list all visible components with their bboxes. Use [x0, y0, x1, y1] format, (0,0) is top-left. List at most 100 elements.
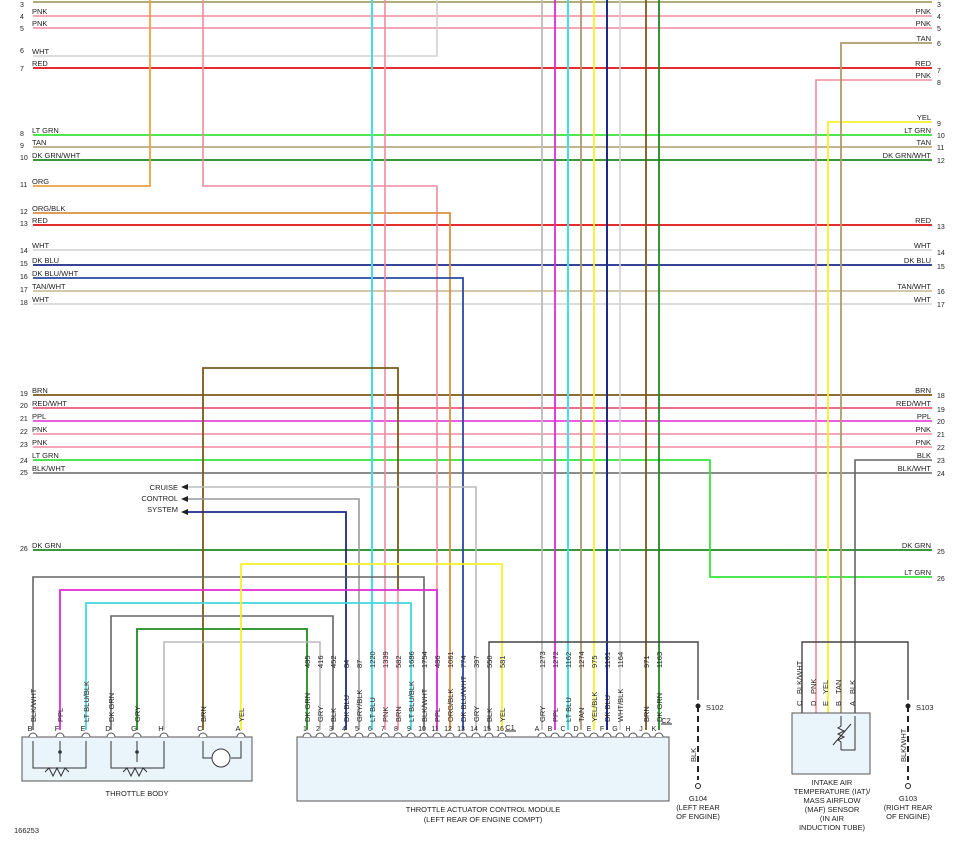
- connector-pin: [236, 732, 246, 738]
- iat-pin-letter: A: [848, 701, 857, 706]
- connector-pin: [406, 732, 416, 738]
- iat-pin-wire: TAN: [834, 680, 843, 694]
- tacm-c2-circuit: 1161: [603, 652, 612, 668]
- connector-pin: [576, 732, 586, 738]
- tacm-c2-wire: BRN: [642, 706, 651, 722]
- tacm-c1-circuit: 582: [394, 655, 403, 668]
- connector-pin: [302, 732, 312, 738]
- left-row-number: 20: [20, 403, 28, 410]
- tacm-c2-circuit: 1163: [655, 652, 664, 668]
- right-row-label: DK GRN: [902, 541, 931, 550]
- splice-node: [905, 703, 911, 709]
- left-row-number: 17: [20, 287, 28, 294]
- tacm-c2-pin: J: [639, 726, 643, 733]
- tacm-c2-wire: LT BLU: [564, 697, 573, 722]
- connector-pin: [432, 732, 442, 738]
- iat-pin-wire: YEL: [821, 680, 830, 694]
- left-row-label: RED: [32, 216, 48, 225]
- wire-tan-iat: [840, 42, 932, 715]
- tacm-c1-wire: ORG/BLK: [446, 689, 455, 722]
- cruise-control-label: CONTROL: [141, 494, 178, 503]
- connector-pin: [537, 732, 547, 738]
- tacm-c1-circuit: 416: [316, 655, 325, 668]
- right-row-label: PNK: [916, 7, 931, 16]
- tacm-c1-pin: 3: [329, 726, 333, 733]
- right-row-number: 23: [937, 458, 945, 465]
- right-row-number: 12: [937, 158, 945, 165]
- wire-dk-blu-wht-774: [33, 277, 464, 730]
- right-row-label: PNK: [916, 19, 931, 28]
- connector-pin: [628, 732, 638, 738]
- tacm-title: THROTTLE ACTUATOR CONTROL MODULE: [406, 805, 560, 814]
- tacm-c1-wire: PNK: [381, 707, 390, 722]
- left-row-number: 15: [20, 261, 28, 268]
- wire-org-11: [33, 0, 151, 187]
- right-row-label: YEL: [917, 113, 931, 122]
- left-row-number: 24: [20, 458, 28, 465]
- tacm-c2-wire: WHT/BLK: [616, 689, 625, 722]
- left-row-number: 13: [20, 221, 28, 228]
- connector-pin: [615, 732, 625, 738]
- tacm-c1-circuit: 1339: [381, 651, 390, 668]
- connector-pin: [132, 732, 142, 738]
- right-row-label: DK BLU: [904, 256, 931, 265]
- ground-location: OF ENGINE): [886, 812, 930, 821]
- left-row-label: ORG: [32, 177, 49, 186]
- left-row-label: PNK: [32, 438, 47, 447]
- splice-label: S103: [916, 703, 934, 712]
- iat-pin-letter: E: [821, 701, 830, 706]
- throttle-body-pin-wire: DK GRN: [107, 693, 116, 722]
- right-row-number: 9: [937, 121, 941, 128]
- ground-location: OF ENGINE): [676, 812, 720, 821]
- right-row-label: LT GRN: [904, 126, 931, 135]
- ground-name: G103: [899, 794, 917, 803]
- tacm-c1-pin: 11: [431, 726, 438, 733]
- left-row-label: RED/WHT: [32, 399, 67, 408]
- wire-dk-grn-485: [136, 628, 308, 730]
- tacm-c1-pin: 9: [407, 726, 411, 733]
- component-layer: [21, 703, 911, 802]
- ground-location: (RIGHT REAR: [884, 803, 933, 812]
- tacm-c2-circuit: 971: [642, 655, 651, 668]
- tacm-c2-pin: B: [548, 726, 553, 733]
- tacm-c1-pin: 14: [470, 726, 478, 733]
- tacm-c2-pin: H: [625, 726, 630, 733]
- connector-pin: [497, 732, 507, 738]
- iat-pin-letter: B: [834, 701, 843, 706]
- tacm-c1-circuit: 1754: [420, 651, 429, 668]
- wire-gry-416: [163, 641, 321, 730]
- wire-gry-397: [188, 486, 477, 730]
- connector-pin: [445, 732, 455, 738]
- iat-title: INDUCTION TUBE): [799, 823, 866, 832]
- right-row-label: PNK: [916, 438, 931, 447]
- iat-thermistor-arrow: [832, 723, 852, 746]
- wire-gry-blk-87: [188, 498, 360, 730]
- left-row-number: 12: [20, 209, 28, 216]
- iat-title: TEMPERATURE (IAT)/: [794, 787, 871, 796]
- left-row-label: TAN/WHT: [32, 282, 66, 291]
- right-row-number: 14: [937, 250, 945, 257]
- throttle-body-pin-wire: YEL: [237, 708, 246, 722]
- left-row-number: 11: [20, 182, 27, 189]
- right-row-label: BLK/WHT: [898, 464, 932, 473]
- left-row-label: DK GRN: [32, 541, 61, 550]
- wire-lt-grn-24: [33, 459, 932, 578]
- right-row-label: RED/WHT: [896, 399, 931, 408]
- right-row-label: TAN/WHT: [897, 282, 931, 291]
- tacm-c1-pin: 15: [483, 726, 491, 733]
- right-row-number: 26: [937, 576, 945, 583]
- tacm-c1-pin: 1: [303, 726, 307, 733]
- connector-pin: [28, 732, 38, 738]
- right-row-label: RED: [915, 59, 931, 68]
- right-row-number: 21: [937, 432, 945, 439]
- left-row-number: 21: [20, 416, 28, 423]
- throttle-body-pin-wire: BRN: [199, 706, 208, 722]
- tacm-c2-wire: YEL/BLK: [590, 692, 599, 722]
- ground-name: G104: [689, 794, 707, 803]
- iat-title: MASS AIRFLOW: [803, 796, 861, 805]
- ground-icon: [905, 783, 911, 789]
- motor-icon: [211, 748, 231, 768]
- tacm-c2-wire: TAN: [577, 708, 586, 722]
- right-row-number: 17: [937, 302, 945, 309]
